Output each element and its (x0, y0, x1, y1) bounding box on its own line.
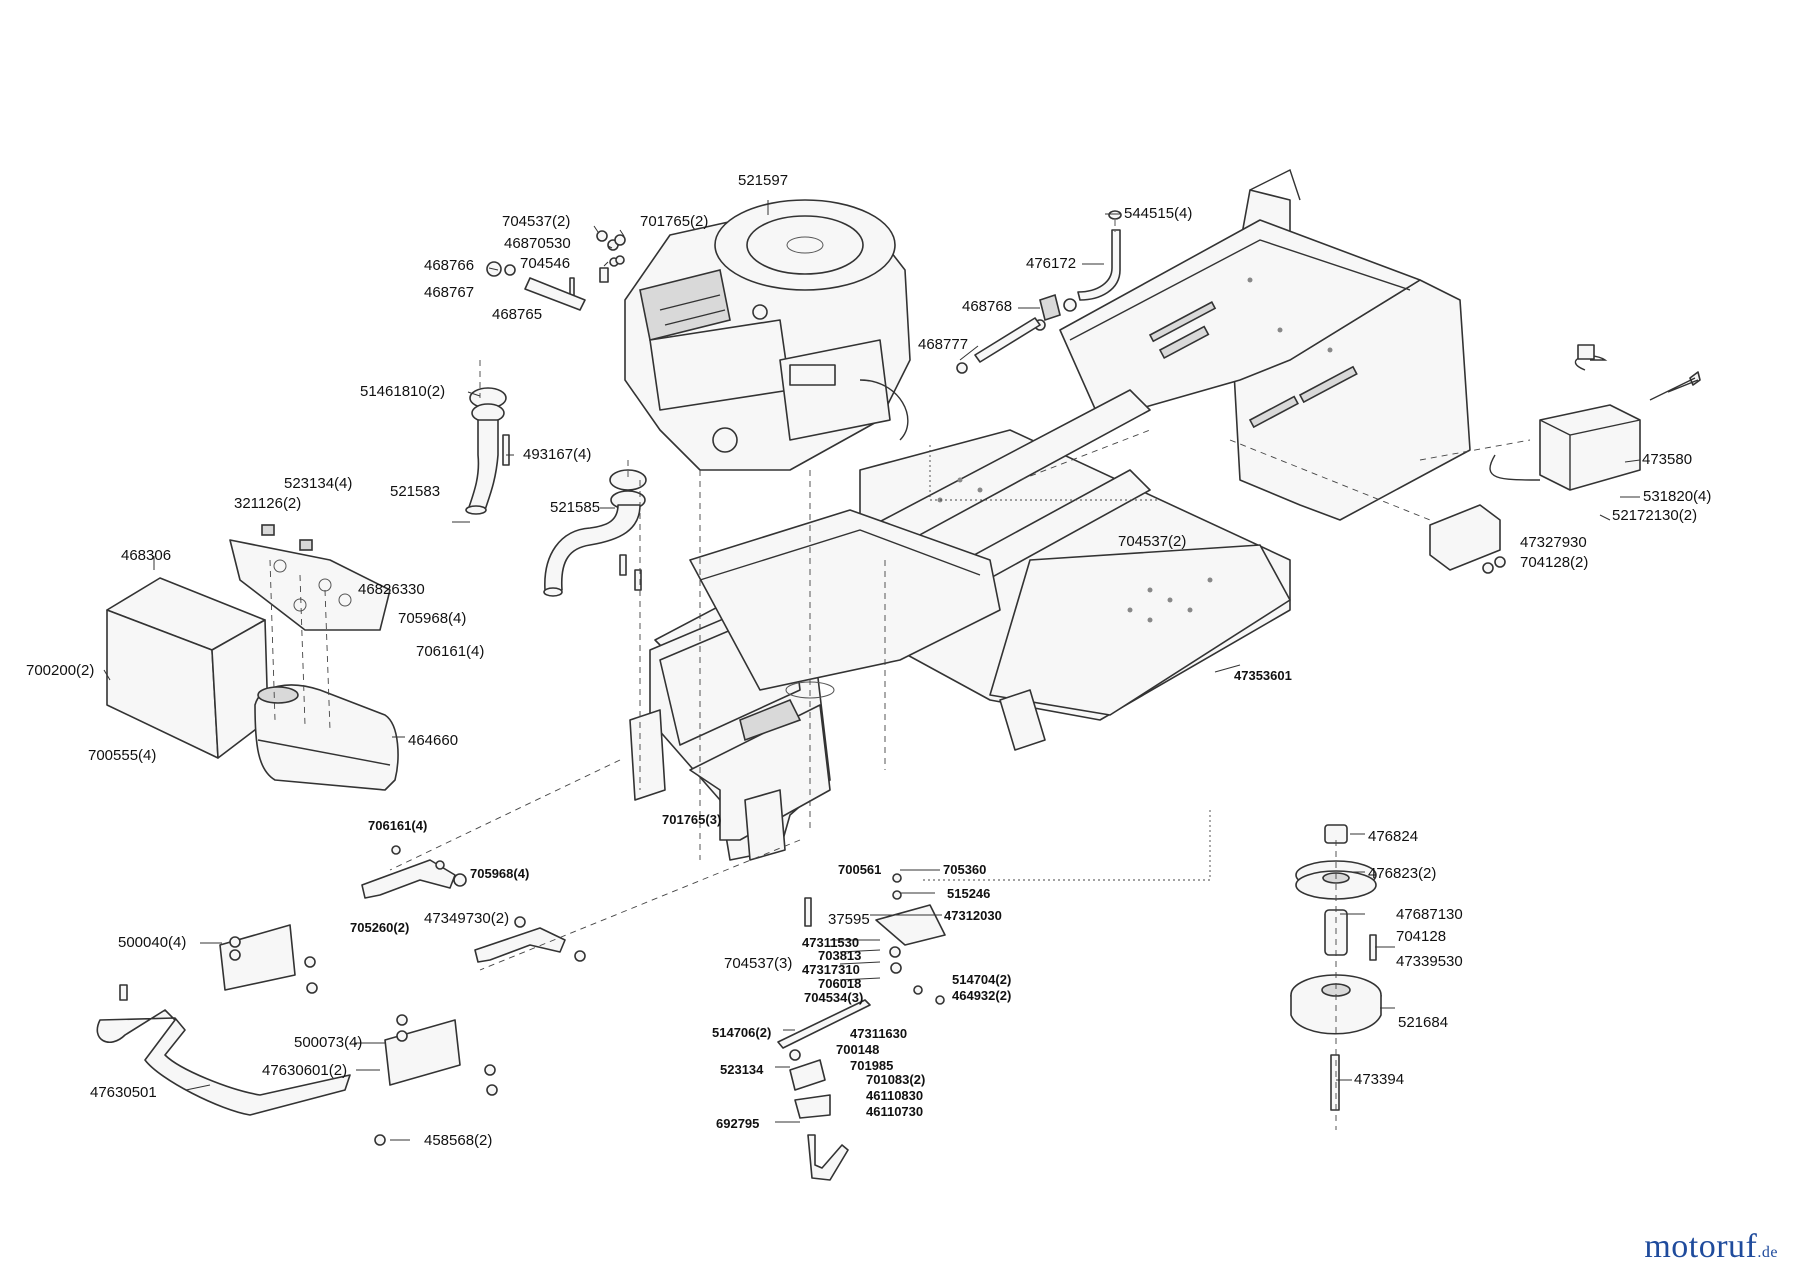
label-37595: 37595 (828, 911, 870, 928)
label-700148: 700148 (836, 1042, 880, 1057)
label-46110730: 46110730 (866, 1104, 924, 1119)
label-473580: 473580 (1642, 451, 1693, 468)
label-47327930: 47327930 (1520, 534, 1587, 551)
label-521585: 521585 (550, 499, 601, 516)
label-705968-4b: 705968(4) (470, 866, 530, 881)
label-321126-2: 321126(2) (234, 495, 302, 512)
label-46110830: 46110830 (866, 1088, 924, 1103)
label-51461810-2: 51461810(2) (360, 383, 446, 400)
label-46870530: 46870530 (504, 235, 571, 252)
label-704128: 704128 (1396, 928, 1447, 945)
label-701765-2: 701765(2) (640, 213, 709, 230)
label-468767: 468767 (424, 284, 475, 301)
label-500040-4: 500040(4) (118, 934, 187, 951)
label-473394: 473394 (1354, 1071, 1405, 1088)
label-523134-4: 523134(4) (284, 475, 353, 492)
label-701985: 701985 (850, 1058, 894, 1073)
label-500073-4: 500073(4) (294, 1034, 363, 1051)
label-544515-4: 544515(4) (1124, 205, 1193, 222)
label-468765: 468765 (492, 306, 543, 323)
label-706161-4a: 706161(4) (416, 643, 485, 660)
heat-shield-468306 (106, 577, 269, 759)
label-476823-2: 476823(2) (1368, 865, 1437, 882)
label-514706-2: 514706(2) (712, 1025, 772, 1040)
label-47630501: 47630501 (90, 1084, 157, 1101)
label-464660: 464660 (408, 732, 459, 749)
label-705260-2: 705260(2) (350, 920, 410, 935)
label-704537-2: 704537(2) (502, 213, 571, 230)
muffler-464660 (254, 684, 399, 791)
label-706018: 706018 (818, 976, 862, 991)
label-706161-4b: 706161(4) (368, 818, 428, 833)
battery-473580 (1489, 344, 1701, 491)
label-47353601: 47353601 (1234, 668, 1292, 683)
label-47349730-2: 47349730(2) (424, 910, 510, 927)
label-52172130-2: 52172130(2) (1612, 507, 1698, 524)
label-47687130: 47687130 (1396, 906, 1463, 923)
leader-lines (103, 200, 1641, 1141)
label-468777: 468777 (918, 336, 969, 353)
label-705968-4a: 705968(4) (398, 610, 467, 627)
exhaust-pipes (465, 387, 647, 597)
label-464932-2: 464932(2) (952, 988, 1012, 1003)
label-704537-3: 704537(3) (724, 955, 793, 972)
label-458568-2: 458568(2) (424, 1132, 493, 1149)
label-700200-2: 700200(2) (26, 662, 95, 679)
label-521583: 521583 (390, 483, 441, 500)
label-476824: 476824 (1368, 828, 1419, 845)
label-705360: 705360 (943, 862, 987, 877)
label-515246: 515246 (947, 886, 991, 901)
watermark-tld: .de (1757, 1244, 1778, 1261)
label-523134: 523134 (720, 1062, 764, 1077)
axle-brackets-47349730 (361, 845, 586, 963)
label-493167-4: 493167(4) (523, 446, 592, 463)
label-47311630: 47311630 (850, 1026, 908, 1041)
label-468766: 468766 (424, 257, 475, 274)
label-531820-4: 531820(4) (1643, 488, 1712, 505)
label-46826330: 46826330 (358, 581, 425, 598)
label-701765-3: 701765(3) (662, 812, 722, 827)
label-700555-4: 700555(4) (88, 747, 157, 764)
label-704534-3: 704534(3) (804, 990, 864, 1005)
label-47339530: 47339530 (1396, 953, 1463, 970)
chassis-frame-47353601 (629, 169, 1471, 861)
label-704128-2: 704128(2) (1520, 554, 1589, 571)
label-692795: 692795 (716, 1116, 760, 1131)
watermark-logo: motoruf.de (1644, 1228, 1778, 1266)
label-47311530: 47311530 (802, 935, 860, 950)
label-521597: 521597 (738, 172, 789, 189)
oil-drain-hose-476172 (956, 210, 1122, 374)
label-47312030: 47312030 (944, 908, 1002, 923)
engine-fasteners (486, 230, 626, 311)
muffler-bracket-46826330 (229, 524, 391, 631)
label-47630601-2: 47630601(2) (262, 1062, 348, 1079)
label-47317310: 47317310 (802, 962, 860, 977)
label-704537-2b: 704537(2) (1118, 533, 1187, 550)
label-468306: 468306 (121, 547, 172, 564)
label-704546: 704546 (520, 255, 571, 272)
label-514704-2: 514704(2) (952, 972, 1012, 987)
label-703813: 703813 (818, 948, 862, 963)
label-468768: 468768 (962, 298, 1013, 315)
front-bumper-47630501 (96, 924, 498, 1146)
label-701083-2: 701083(2) (866, 1072, 926, 1087)
label-521684: 521684 (1398, 1014, 1449, 1031)
assembly-lines (269, 220, 1531, 1130)
label-700561: 700561 (838, 862, 882, 877)
battery-bracket-47327930 (1429, 504, 1506, 574)
watermark-brand: motoruf (1644, 1228, 1758, 1265)
engine-521597 (624, 199, 911, 471)
label-476172: 476172 (1026, 255, 1077, 272)
